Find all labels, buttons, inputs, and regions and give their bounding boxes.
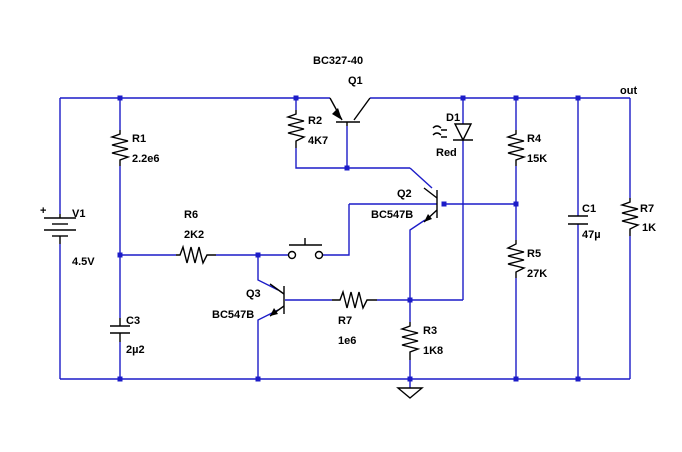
wire-q3 [257,255,332,379]
junction [460,95,466,101]
label-r1-name: R1 [132,133,146,145]
transistor-q2 [423,187,438,223]
label-d1-value: Red [436,147,457,159]
junction [441,201,447,207]
wire-q2-base [322,203,516,256]
junction [513,95,519,101]
capacitor-c1 [568,215,588,225]
junction [407,297,413,303]
label-r5-name: R5 [527,248,541,260]
label-q2-value: BC547B [371,209,413,221]
capacitor-c3 [110,318,130,342]
wire-q2-emitter [409,219,426,298]
label-r3-value: 1K8 [423,345,443,357]
label-r6-name: R6 [184,209,198,221]
label-r3-name: R3 [423,325,437,337]
junction [293,95,299,101]
label-q1-name: Q1 [348,75,363,87]
label-c1-name: C1 [582,203,596,215]
label-q2-name: Q2 [397,188,412,200]
label-v1-name: V1 [72,208,85,220]
battery-v1: + [40,205,76,244]
label-out: out [620,85,637,97]
junctions [117,95,581,382]
resistor-r1 [109,130,131,166]
junction [117,95,123,101]
push-switch [287,238,324,260]
labels: out V1 4.5V R1 2.2e6 R2 4K7 BC327-40 Q1 … [72,55,656,357]
transistor-q1 [329,97,371,126]
label-r2-name: R2 [308,115,322,127]
resistor-r7-1k [619,198,641,236]
label-r1-value: 2.2e6 [132,153,160,165]
resistor-r3 [399,322,421,360]
resistor-r5 [505,240,527,278]
resistor-r7-1e6 [332,289,377,311]
label-r7b-name: R7 [640,203,654,215]
junction [255,376,261,382]
label-d1-name: D1 [446,112,460,124]
junction [117,376,123,382]
ground-symbol [396,387,424,399]
junction [513,201,519,207]
label-r2-value: 4K7 [308,135,328,147]
label-r4-value: 15K [527,153,547,165]
junction [255,252,261,258]
junction [575,376,581,382]
transistor-q3 [269,283,285,317]
label-c3-name: C3 [126,315,140,327]
label-v1-value: 4.5V [72,256,95,268]
label-r7b-value: 1K [642,222,656,234]
label-c3-value: 2µ2 [126,344,145,356]
label-r6-value: 2K2 [184,229,204,241]
label-q1-value: BC327-40 [313,55,363,67]
junction [407,376,413,382]
label-r7a-value: 1e6 [338,335,356,347]
label-r5-value: 27K [527,268,547,280]
junction [117,252,123,258]
junction [575,95,581,101]
wire-r2-loop [295,98,410,169]
junction [513,376,519,382]
label-c1-value: 47µ [582,229,601,241]
resistor-r6 [176,244,216,266]
resistor-r2 [285,110,307,148]
label-r7a-name: R7 [338,315,352,327]
wire-r7 [377,298,463,379]
label-q3-value: BC547B [212,309,254,321]
resistor-r4 [505,130,527,166]
junction [344,165,350,171]
label-r4-name: R4 [527,133,542,145]
led-d1 [432,123,473,142]
label-q3-name: Q3 [246,288,261,300]
wire-q2-collector [409,167,433,189]
plus-sign: + [40,205,46,217]
wires [59,97,631,388]
